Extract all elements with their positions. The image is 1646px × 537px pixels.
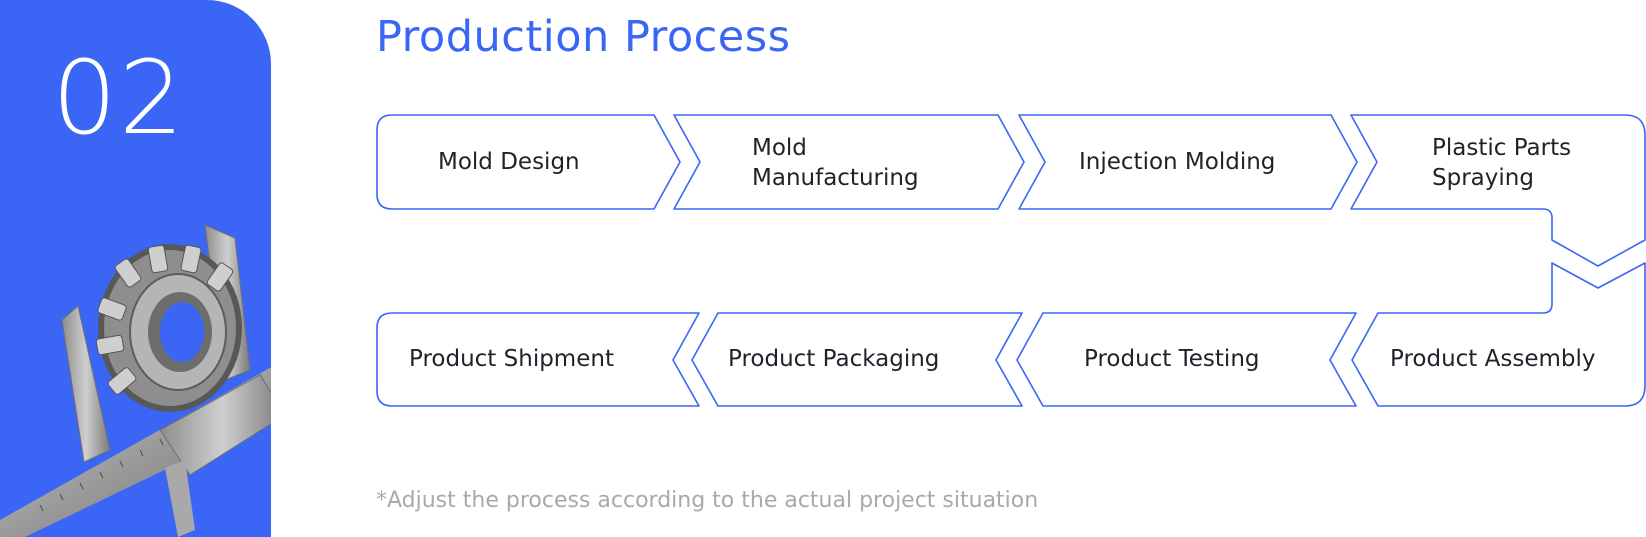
step-label-line: Manufacturing	[752, 165, 919, 191]
step-label-line: Product Packaging	[728, 346, 940, 372]
caliper-bearing-image	[0, 224, 271, 537]
step-label-line: Spraying	[1432, 165, 1534, 191]
step-label-plastic-parts-spraying: Plastic Parts Spraying	[1432, 133, 1571, 193]
step-label-injection-molding: Injection Molding	[1079, 147, 1275, 177]
step-shape-mold-design	[376, 114, 681, 210]
page-title: Production Process	[376, 12, 791, 62]
step-shape-mold-manufacturing	[673, 114, 1025, 210]
footnote: *Adjust the process according to the act…	[376, 488, 1039, 513]
step-shape-product-shipment	[376, 312, 700, 407]
step-shape-product-assembly	[1351, 262, 1646, 407]
step-label-product-assembly: Product Assembly	[1390, 344, 1596, 374]
step-label-line: Product Shipment	[409, 346, 614, 372]
step-label-line: Mold Design	[438, 149, 580, 175]
step-label-mold-manufacturing: Mold Manufacturing	[752, 133, 919, 193]
step-shape-product-testing	[1016, 312, 1357, 407]
section-panel: 02	[0, 0, 271, 537]
step-label-line: Mold	[752, 135, 807, 161]
step-label-line: Plastic Parts	[1432, 135, 1572, 161]
step-shape-injection-molding	[1018, 114, 1358, 210]
step-label-product-packaging: Product Packaging	[728, 344, 939, 374]
step-label-mold-design: Mold Design	[438, 147, 580, 177]
step-shape-product-packaging	[691, 312, 1023, 407]
step-label-product-testing: Product Testing	[1084, 344, 1260, 374]
step-label-product-shipment: Product Shipment	[409, 344, 614, 374]
step-shape-plastic-parts-spraying	[1350, 114, 1646, 267]
step-label-line: Product Assembly	[1390, 346, 1596, 372]
section-number: 02	[52, 39, 186, 158]
step-label-line: Injection Molding	[1079, 149, 1276, 175]
step-label-line: Product Testing	[1084, 346, 1260, 372]
